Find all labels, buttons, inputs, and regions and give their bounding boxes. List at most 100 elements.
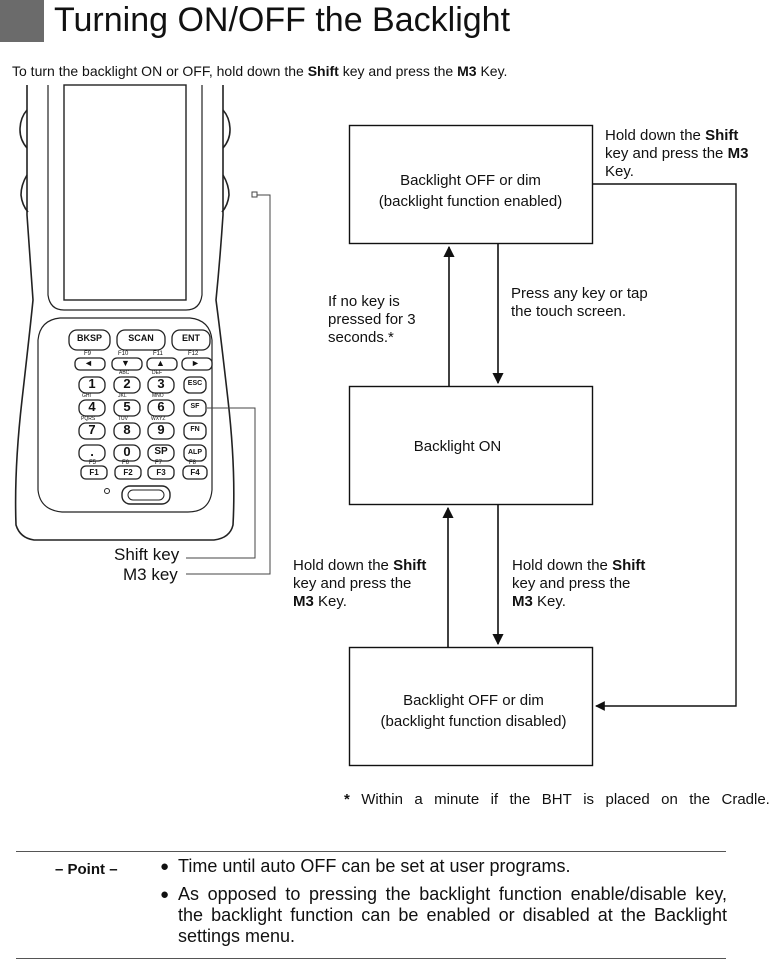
key-sub-label: DEF [152,370,162,376]
footnote-word: placed [605,791,650,808]
transition-key-m3: M3 [727,145,749,162]
transition-text: Hold down the [293,557,394,574]
shift-key-leader [186,407,256,559]
transition-key-m3: M3 [293,593,314,610]
key-9: 9 [157,422,165,437]
transition-key-shift: Shift [705,127,739,144]
transition-text: Key. [532,593,566,610]
arrow-down-icon: ▼ [121,358,130,368]
key-8: 8 [123,422,131,437]
m3-key-leader [186,194,271,575]
key-f9-label: F9 [84,351,92,357]
state-enabled-text: Backlight OFF or dim (backlight function… [349,170,592,212]
m3-key-label: M3 key [123,565,178,584]
point-bullet-item: As opposed to pressing the backlight fun… [160,884,727,947]
transition-on-to-disabled-label: Hold down the Shift key and press the M3… [512,557,645,611]
key-f8-label: F8 [189,460,197,466]
footnote-word: is [583,791,595,808]
key-f7-label: F7 [155,460,163,466]
state-on-text: Backlight ON [336,436,579,457]
key-4: 4 [88,399,96,414]
key-sub-label: TUV [118,416,128,422]
key-2: 2 [123,376,131,391]
key-scan: SCAN [128,333,154,343]
intro-text: To turn the backlight ON or OFF, hold do… [12,63,507,79]
transition-text: Hold down the [512,557,613,574]
intro-part: Key. [476,63,508,79]
key-f12-label: F12 [188,351,199,357]
footnote-word: if [490,791,499,808]
footnote: * Within a minute if the BHT is placed o… [344,791,769,808]
key-3: 3 [157,376,165,391]
page-title: Turning ON/OFF the Backlight [54,1,511,39]
footnote-word: a [414,791,423,808]
key-7: 7 [88,422,96,437]
point-bullet-item: Time until auto OFF can be set at user p… [160,856,727,877]
transition-text: the touch screen. [511,303,627,320]
key-sub-label: ABC [119,370,130,376]
arrow-enabled-to-disabled [593,183,737,711]
key-dot: . [90,444,94,459]
point-bullets: Time until auto OFF can be set at user p… [160,856,727,954]
transition-disabled-to-on-label: Hold down the Shift key and press the M3… [293,557,426,611]
transition-text: Key. [605,163,634,180]
state-disabled-text: Backlight OFF or dim (backlight function… [352,690,595,732]
device-keypad [68,329,213,480]
key-1: 1 [88,376,96,391]
key-sf: SF [190,403,200,410]
footnote-word: BHT [541,791,572,808]
transition-text: Hold down the [605,127,706,144]
intro-part: To turn the backlight ON or OFF, hold do… [12,63,308,79]
key-sub-label: WXYZ [151,416,166,422]
transition-press-any-label: Press any key or tap the touch screen. [511,285,648,321]
state-disabled-line2: (backlight function disabled) [380,713,567,730]
footnote-word: Cradle. [721,791,769,808]
key-f10-label: F10 [118,351,129,357]
key-f2: F2 [123,468,133,477]
transition-enabled-to-disabled-label: Hold down the Shift key and press the M3… [605,127,769,181]
footnote-word: Within [361,791,403,808]
transition-timeout-label: If no key is pressed for 3 seconds.* [328,293,416,347]
key-sub-label: MNO [152,393,164,399]
transition-key-shift: Shift [612,557,646,574]
key-f3: F3 [156,468,166,477]
key-f1: F1 [89,468,99,477]
footnote-word: minute [434,791,480,808]
shift-key-label: Shift key [114,545,180,564]
footnote-word: the [509,791,531,808]
key-f6-label: F6 [122,460,130,466]
state-enabled-line2: (backlight function enabled) [378,193,563,210]
key-f4: F4 [190,468,200,477]
key-sub-label: GHI [82,393,91,399]
key-bksp: BKSP [76,333,102,343]
state-box-on [348,385,594,506]
state-disabled-line1: Backlight OFF or dim [403,692,544,709]
transition-text: Press any key or tap [511,285,648,302]
transition-key-shift: Shift [393,557,427,574]
m3-key-marker [251,191,258,198]
arrow-left-icon: ◄ [84,358,93,368]
transition-text: key and press the [512,575,631,592]
title-square-icon [0,0,44,42]
key-fn: FN [190,426,200,433]
arrow-right-icon: ► [191,358,200,368]
state-box-disabled [348,646,594,767]
footnote-word: on [661,791,678,808]
transition-text: pressed for 3 [328,311,416,328]
state-enabled-line1: Backlight OFF or dim [400,172,541,189]
transition-text: Key. [313,593,347,610]
intro-key-shift: Shift [307,63,339,79]
footnote-word: the [689,791,711,808]
transition-text: If no key is [328,293,400,310]
state-on-line1: Backlight ON [413,438,502,455]
intro-key-m3: M3 [457,63,477,79]
arrow-up-icon: ▲ [156,358,165,368]
key-sp: SP [154,446,168,457]
key-sub-label: PQRS [81,416,96,422]
key-sub-label: JKL [118,393,127,399]
intro-part: key and press the [338,63,458,79]
key-f11-label: F11 [153,351,163,357]
key-6: 6 [157,399,165,414]
